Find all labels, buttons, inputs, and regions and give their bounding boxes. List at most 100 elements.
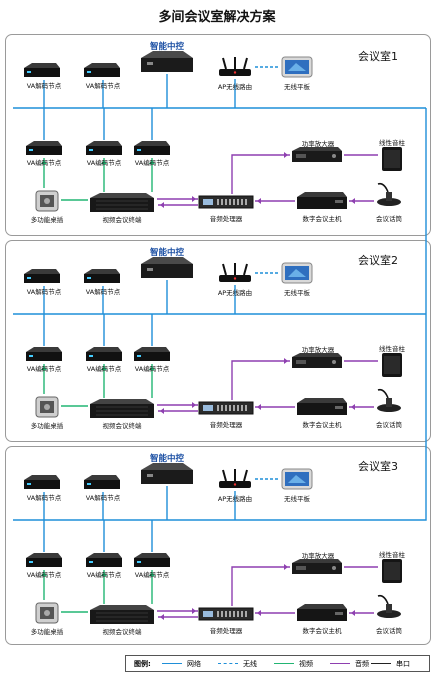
room1-line-speaker-label: 线性音柱 xyxy=(379,139,405,147)
legend-wireless-line xyxy=(218,663,238,664)
room2-conf-mic-label: 会议话筒 xyxy=(376,421,402,429)
room1-encoder-1 xyxy=(24,140,64,156)
room2-host-proc-arrow xyxy=(257,404,261,410)
room1-digital-host xyxy=(295,191,349,210)
room3-decoder-1 xyxy=(22,474,62,490)
room3-proc-amp-arrow xyxy=(284,564,288,570)
room2-encoder-3 xyxy=(132,346,172,362)
room2-encoder-1-label: VA编码节点 xyxy=(26,365,62,373)
room3-digital-host xyxy=(295,603,349,622)
room3-encoder-3 xyxy=(132,552,172,568)
room3-encoder-1-label: VA编码节点 xyxy=(26,571,62,579)
page-title: 多间会议室解决方案 xyxy=(158,10,276,25)
room1-encoder-3 xyxy=(132,140,172,156)
room-1-label: 会议室1 xyxy=(358,50,398,63)
room1-decoder-2-label: VA解码节点 xyxy=(85,82,121,90)
room3-encoder-3-video-arrow xyxy=(149,572,155,576)
room2-proc-terminal-arrow xyxy=(160,408,164,414)
room1-encoder-2-label: VA编码节点 xyxy=(86,159,122,167)
room1-power-amp-label: 功率放大器 xyxy=(301,140,335,148)
legend-wireless-label: 无线 xyxy=(243,660,257,668)
room3-central-control xyxy=(139,462,195,485)
room1-audio-processor-label: 音频处理器 xyxy=(209,215,243,223)
room2-tablet xyxy=(280,261,314,285)
room1-power-amp xyxy=(290,146,344,163)
legend: 图例: 网络 无线 视频 音频 串口 xyxy=(125,655,430,672)
room-3-label: 会议室3 xyxy=(358,460,398,473)
room1-audio-processor xyxy=(198,194,254,210)
room2-encoder-1-video-arrow xyxy=(41,366,47,370)
room3-terminal-proc-arrow xyxy=(192,608,196,614)
room1-proc-amp-audio xyxy=(231,154,290,194)
room1-decoder-1 xyxy=(22,62,62,78)
room2-video-terminal xyxy=(88,398,156,420)
room1-encoder-2 xyxy=(84,140,124,156)
legend-serial-label: 串口 xyxy=(396,660,410,668)
room3-video-terminal-label: 视频会议终端 xyxy=(102,628,142,636)
room3-line-speaker xyxy=(378,558,406,585)
room2-decoder-1 xyxy=(22,268,62,284)
room1-ap-router xyxy=(216,57,254,77)
legend-audio-label: 音频 xyxy=(355,660,369,668)
room2-multi-table-label: 多功能桌插 xyxy=(30,422,64,430)
room1-encoder-1-video-arrow xyxy=(41,160,47,164)
room3-encoder-2-label: VA编码节点 xyxy=(86,571,122,579)
room3-power-amp-label: 功率放大器 xyxy=(301,552,335,560)
room2-ap-router-label: AP无线路由 xyxy=(217,289,253,297)
room2-conf-mic xyxy=(374,386,404,414)
room3-audio-processor xyxy=(198,606,254,622)
legend-title: 图例: xyxy=(134,660,151,668)
room2-tablet-label: 无线平板 xyxy=(284,289,310,297)
room2-central-control xyxy=(139,256,195,279)
room2-line-speaker xyxy=(378,352,406,379)
room2-encoder-3-video-arrow xyxy=(149,366,155,370)
room3-tablet xyxy=(280,467,314,491)
room3-proc-amp-audio xyxy=(231,566,290,606)
legend-video-line xyxy=(274,663,294,664)
room2-encoder-2 xyxy=(84,346,124,362)
room2-power-amp xyxy=(290,352,344,369)
room2-proc-amp-arrow xyxy=(284,358,288,364)
room1-proc-terminal-arrow xyxy=(160,202,164,208)
room2-terminal-proc-arrow xyxy=(192,402,196,408)
room2-encoder-3-label: VA编码节点 xyxy=(134,365,170,373)
room2-video-terminal-label: 视频会议终端 xyxy=(102,422,142,430)
room1-encoder-1-label: VA编码节点 xyxy=(26,159,62,167)
room1-central-control xyxy=(139,50,195,73)
room2-ap-router xyxy=(216,263,254,283)
room2-encoder-2-label: VA编码节点 xyxy=(86,365,122,373)
backbone-network-line xyxy=(13,108,427,521)
room1-decoder-1-label: VA解码节点 xyxy=(26,82,62,90)
room3-encoder-1 xyxy=(24,552,64,568)
room3-encoder-1-video-arrow xyxy=(41,572,47,576)
room2-mic-host-arrow xyxy=(351,404,355,410)
room3-conf-mic-label: 会议话筒 xyxy=(376,627,402,635)
room1-terminal-proc-arrow xyxy=(192,196,196,202)
room3-multi-table-label: 多功能桌插 xyxy=(30,628,64,636)
room3-decoder-1-label: VA解码节点 xyxy=(26,494,62,502)
room2-central-control-label: 智能中控 xyxy=(149,248,185,258)
room1-host-proc-arrow xyxy=(257,198,261,204)
room2-decoder-1-label: VA解码节点 xyxy=(26,288,62,296)
legend-network-line xyxy=(162,663,182,664)
room3-mic-host-arrow xyxy=(351,610,355,616)
room2-power-amp-label: 功率放大器 xyxy=(301,346,335,354)
room1-encoder-3-label: VA编码节点 xyxy=(134,159,170,167)
legend-network-label: 网络 xyxy=(187,660,201,668)
room2-digital-host-label: 数字会议主机 xyxy=(302,421,342,429)
room3-encoder-2-video-arrow xyxy=(101,572,107,576)
legend-video-label: 视频 xyxy=(299,660,313,668)
room3-encoder-3-label: VA编码节点 xyxy=(134,571,170,579)
room1-video-terminal xyxy=(88,192,156,214)
room2-audio-processor-label: 音频处理器 xyxy=(209,421,243,429)
room-2-label: 会议室2 xyxy=(358,254,398,267)
room3-multi-table xyxy=(33,600,61,626)
room1-video-terminal-label: 视频会议终端 xyxy=(102,216,142,224)
room2-proc-amp-audio xyxy=(231,360,290,400)
room1-proc-amp-arrow xyxy=(284,152,288,158)
room1-line-speaker xyxy=(378,146,406,173)
room1-mic-host-arrow xyxy=(351,198,355,204)
room2-multi-table xyxy=(33,394,61,420)
room3-proc-terminal-arrow xyxy=(160,614,164,620)
